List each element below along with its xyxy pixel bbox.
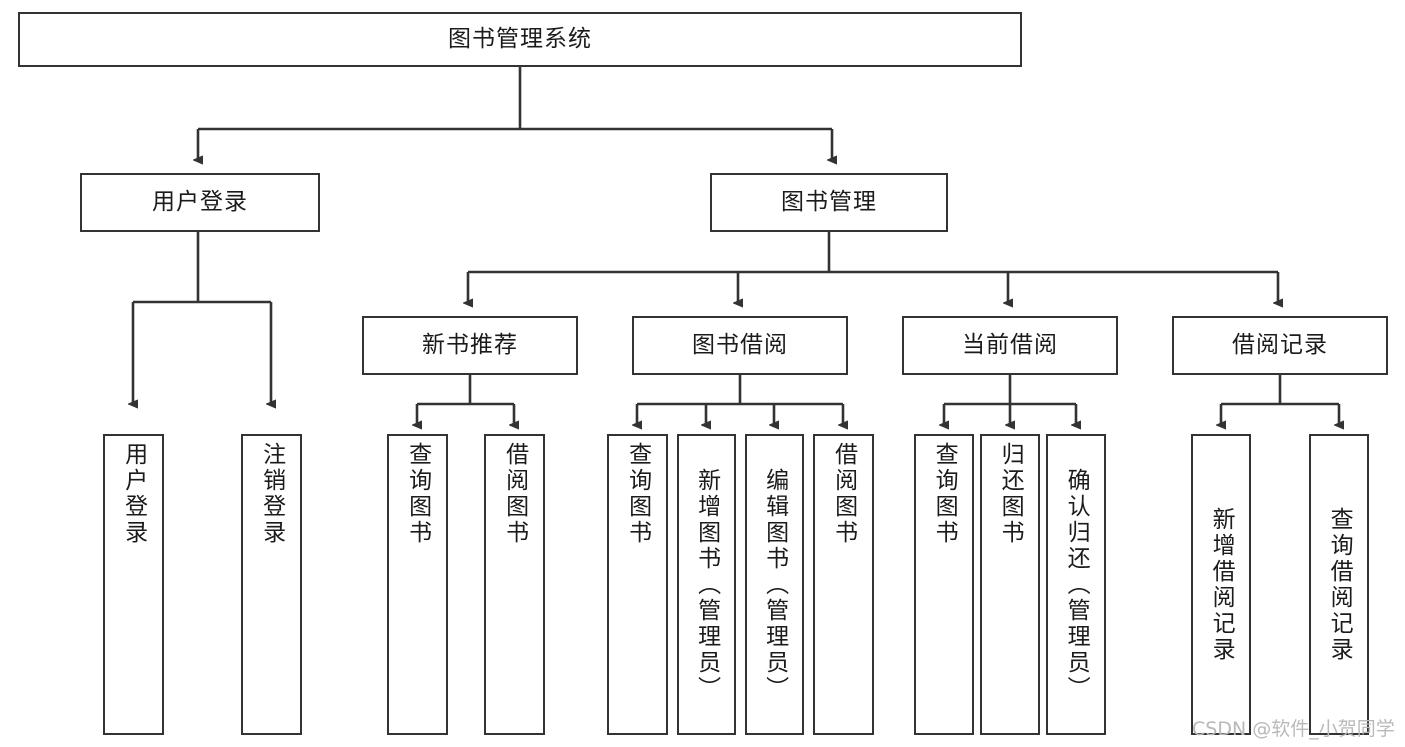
node-label: 查询图书 — [931, 442, 958, 546]
node-leaf-add-borrow-record[interactable]: 新增借阅记录 — [1191, 434, 1251, 735]
node-leaf-query-book-current[interactable]: 查询图书 — [914, 434, 974, 735]
node-leaf-logout-login[interactable]: 注销登录 — [241, 434, 302, 735]
node-label: 新增图书（管理员） — [693, 467, 720, 702]
node-label: 确认归还（管理员） — [1063, 467, 1090, 702]
node-leaf-add-book-admin[interactable]: 新增图书（管理员） — [677, 434, 736, 735]
node-label: 图书管理 — [781, 189, 877, 216]
node-label: 当前借阅 — [962, 332, 1058, 359]
node-label: 图书管理系统 — [448, 26, 592, 53]
node-label: 用户登录 — [152, 189, 248, 216]
node-label: 借阅图书 — [830, 442, 857, 546]
node-label: 借阅图书 — [501, 442, 528, 546]
node-label: 注销登录 — [258, 442, 285, 546]
node-leaf-borrow-book-borrow[interactable]: 借阅图书 — [813, 434, 874, 735]
node-leaf-user-login[interactable]: 用户登录 — [103, 434, 164, 735]
node-new-book-recommend[interactable]: 新书推荐 — [362, 316, 578, 375]
node-user-login[interactable]: 用户登录 — [80, 173, 320, 232]
node-label: 用户登录 — [120, 442, 147, 546]
node-leaf-confirm-return-admin[interactable]: 确认归还（管理员） — [1046, 434, 1106, 735]
node-label: 编辑图书（管理员） — [761, 467, 788, 702]
node-label: 图书借阅 — [692, 332, 788, 359]
csdn-watermark: CSDN @软件_小贺同学 — [1192, 718, 1395, 740]
node-book-borrow[interactable]: 图书借阅 — [632, 316, 848, 375]
node-leaf-edit-book-admin[interactable]: 编辑图书（管理员） — [745, 434, 804, 735]
node-current-borrow[interactable]: 当前借阅 — [902, 316, 1118, 375]
node-label: 借阅记录 — [1232, 332, 1328, 359]
node-leaf-query-borrow-record[interactable]: 查询借阅记录 — [1309, 434, 1369, 735]
node-leaf-query-book-borrow[interactable]: 查询图书 — [607, 434, 668, 735]
node-label: 归还图书 — [997, 442, 1024, 546]
node-label: 新增借阅记录 — [1208, 506, 1235, 663]
node-label: 查询图书 — [404, 442, 431, 546]
node-leaf-return-book[interactable]: 归还图书 — [980, 434, 1040, 735]
node-label: 查询借阅记录 — [1326, 506, 1353, 663]
node-root-book-management-system[interactable]: 图书管理系统 — [18, 12, 1022, 67]
node-leaf-borrow-book-recommend[interactable]: 借阅图书 — [484, 434, 545, 735]
node-label: 新书推荐 — [422, 332, 518, 359]
node-leaf-query-book-recommend[interactable]: 查询图书 — [387, 434, 448, 735]
node-book-management[interactable]: 图书管理 — [710, 173, 948, 232]
node-label: 查询图书 — [624, 442, 651, 546]
node-borrow-record[interactable]: 借阅记录 — [1172, 316, 1388, 375]
